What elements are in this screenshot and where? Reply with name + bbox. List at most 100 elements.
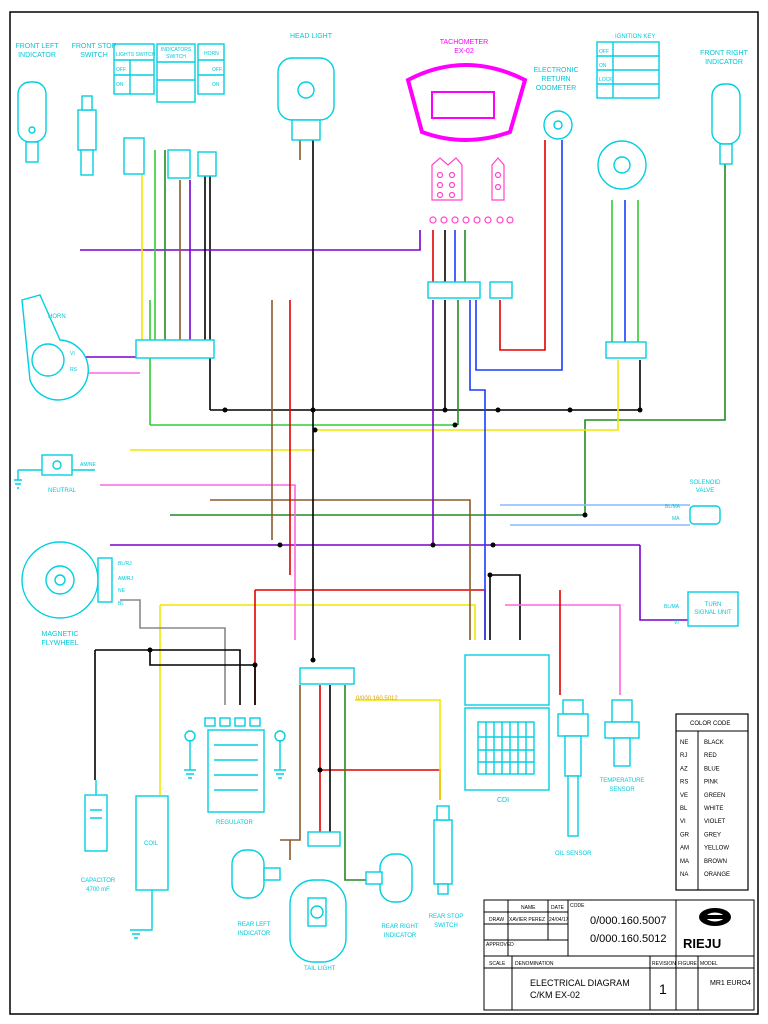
lights-switch: LIGHTS SWITCH OFF ON	[113, 43, 156, 95]
horn-wire-vi: VI	[70, 351, 75, 357]
title-block-text: NAME DATE CODE DRAW XAVIER PEREZ 24/04/1…	[486, 903, 751, 1000]
tb-denomination-2: C/KM EX-02	[530, 990, 580, 1000]
color-code-name: BLUE	[704, 766, 720, 772]
oil-sensor: OIL SENSOR	[555, 699, 592, 857]
color-code-name: VIOLET	[704, 819, 726, 825]
tb-revision: 1	[659, 981, 667, 997]
solenoid-wire-1: BL/MA	[665, 504, 681, 510]
horn-switch-label: HORN	[204, 51, 219, 57]
color-code-name: WHITE	[704, 806, 723, 812]
page-frame	[9, 11, 759, 1015]
head-light-label: HEAD LIGHT	[290, 33, 333, 40]
turn-wire-1: BL/MA	[664, 604, 680, 610]
ignition-key: IGNITION KEY OFF ON LOCK	[596, 34, 660, 190]
neutral-wire-label: AM/NE	[80, 462, 97, 468]
color-code-name: BLACK	[704, 740, 724, 746]
color-code-abbr: BL	[680, 806, 688, 812]
neutral-switch: NEUTRAL AM/NE	[14, 454, 97, 494]
tb-denomination-label: DENOMINATION	[515, 961, 554, 967]
cdi-label: CDI	[497, 797, 509, 804]
color-code-abbr: AM	[680, 846, 689, 852]
ignition-off: OFF	[599, 49, 609, 55]
color-code-abbr: VE	[680, 793, 688, 799]
tb-figure-label: FIGURE	[678, 961, 698, 967]
color-code-abbr: NA	[680, 872, 688, 878]
title-block	[483, 899, 755, 1011]
wiring	[70, 140, 726, 881]
cdi: CDI	[464, 654, 550, 804]
lights-switch-off: OFF	[116, 67, 126, 73]
oil-sensor-label: OIL SENSOR	[555, 851, 592, 857]
color-code-abbr: GR	[680, 832, 690, 838]
color-code-abbr: VI	[680, 819, 686, 825]
tb-model-label: MODEL	[700, 961, 718, 967]
color-code-name: GREEN	[704, 793, 725, 799]
tail-light-label: TAIL LIGHT	[304, 966, 336, 972]
coil-label: COIL	[144, 841, 159, 847]
tb-model: MR1 EURO4	[710, 980, 751, 987]
tb-code-label: CODE	[570, 903, 585, 909]
junction-dots	[147, 407, 643, 773]
tb-approved-label: APPROVED	[486, 942, 514, 948]
turn-wire-2: VI	[674, 620, 679, 626]
color-code-abbr: RS	[680, 780, 688, 786]
ignition-on: ON	[599, 63, 607, 69]
neutral-label: NEUTRAL	[48, 488, 77, 494]
tb-draw-label: DRAW	[489, 917, 504, 923]
flywheel-wire-2: AM/RJ	[118, 576, 134, 582]
color-code-name: ORANGE	[704, 872, 730, 878]
regulator-label: REGULATOR	[216, 820, 253, 826]
color-code-name: GREY	[704, 832, 721, 838]
color-code-abbr: NE	[680, 740, 688, 746]
tacho-pin-blocks	[429, 157, 514, 224]
horn-switch: HORN OFF ON	[197, 43, 225, 95]
regulator: REGULATOR	[184, 717, 286, 826]
color-code-abbr: MA	[680, 859, 689, 865]
color-code-name: YELLOW	[704, 846, 729, 852]
color-code-name: PINK	[704, 780, 718, 786]
lights-switch-label: LIGHTS SWITCH	[116, 52, 156, 58]
horn-label: HORN	[48, 314, 66, 320]
color-code-title: COLOR CODE	[690, 721, 730, 727]
tb-code-2: 0/000.160.5012	[590, 933, 666, 945]
tb-revision-label: REVISION	[652, 961, 676, 967]
connector-ref-label: 0/000.160.5012	[356, 696, 398, 702]
color-code-name: BROWN	[704, 859, 727, 865]
main-connectors	[135, 281, 647, 847]
tb-name-label: NAME	[521, 905, 536, 911]
ignition-key-label: IGNITION KEY	[615, 34, 655, 40]
tail-light: TAIL LIGHT	[289, 879, 347, 972]
horn-switch-on: ON	[212, 82, 220, 88]
color-code-abbr: AZ	[680, 766, 688, 772]
solenoid-wire-2: MA	[672, 516, 680, 522]
flywheel-wire-1: BL/RJ	[118, 561, 132, 567]
color-code-name: RED	[704, 753, 717, 759]
brand-name: RIEJU	[683, 936, 721, 951]
rieju-logo: RIEJU	[683, 908, 731, 951]
flywheel-wire-4: BL	[118, 601, 124, 607]
horn: HORN VI RS	[21, 294, 89, 401]
horn-wire-rs: RS	[70, 367, 78, 373]
